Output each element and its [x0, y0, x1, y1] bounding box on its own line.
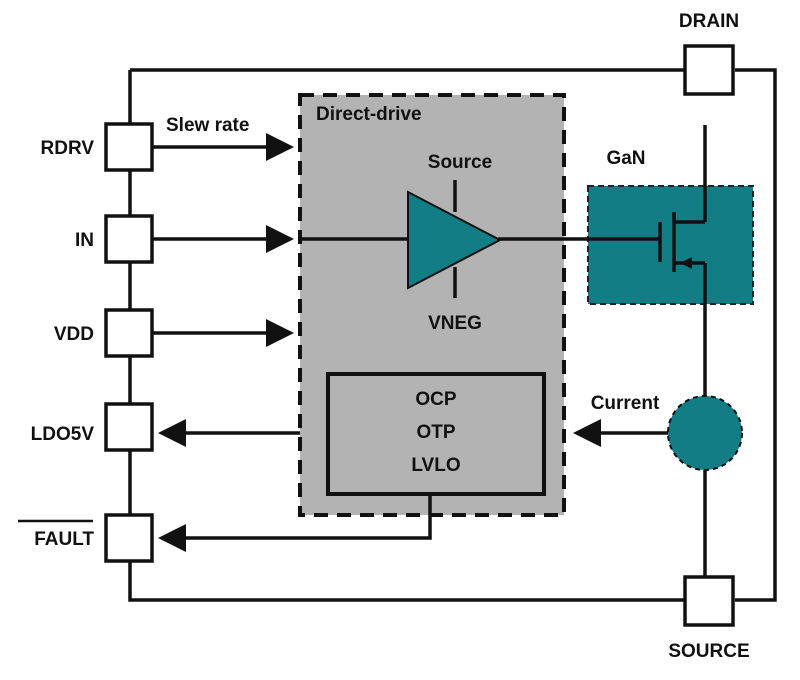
current-label: Current [591, 393, 660, 414]
triangle-amplifier-icon [407, 190, 503, 290]
pin-ldo5v [104, 402, 154, 452]
pin-source-label: SOURCE [668, 641, 749, 662]
pin-fault-label: FAULT [34, 529, 94, 550]
pin-rdrv [104, 122, 154, 172]
pin-vdd [104, 308, 154, 358]
direct-drive-label: Direct-drive [316, 104, 422, 125]
protection-ocp: OCP [415, 389, 457, 410]
protection-box [326, 372, 546, 496]
driver-vneg-label: VNEG [428, 313, 482, 334]
pin-ldo5v-label: LDO5V [31, 424, 95, 445]
driver-source-label: Source [428, 152, 492, 173]
pin-source [683, 575, 735, 627]
protection-otp: OTP [416, 422, 455, 443]
pin-in [104, 214, 154, 264]
pin-in-label: IN [75, 230, 94, 251]
gan-block [587, 185, 754, 305]
slew-rate-label: Slew rate [166, 115, 249, 136]
gan-fet-icon [658, 125, 707, 400]
protection-lvlo: LVLO [411, 455, 460, 476]
pin-fault [104, 513, 154, 563]
pin-drain-label: DRAIN [679, 11, 739, 32]
gan-label: GaN [606, 148, 645, 169]
pin-vdd-label: VDD [54, 324, 94, 345]
current-sensor-icon [667, 395, 743, 471]
pin-rdrv-label: RDRV [41, 138, 95, 159]
fault-arrow [158, 494, 432, 552]
pin-drain [683, 44, 735, 96]
